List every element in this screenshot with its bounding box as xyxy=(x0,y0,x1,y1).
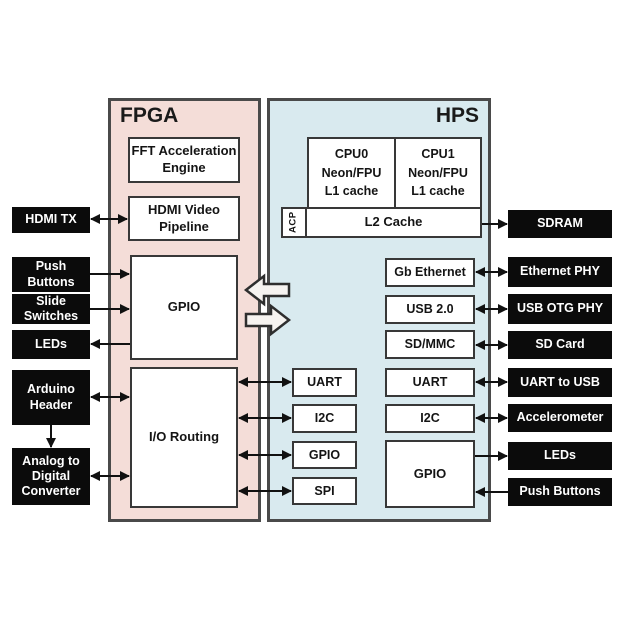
sdram-chip: SDRAM xyxy=(508,210,612,238)
bridge-gpio-block: GPIO xyxy=(292,441,357,469)
hps-gpio-block: GPIO xyxy=(385,440,475,508)
cpu1-block: CPU1 Neon/FPU L1 cache xyxy=(394,137,482,209)
io-routing-block: I/O Routing xyxy=(130,367,238,508)
hdmi-video-pipeline-block: HDMI Video Pipeline xyxy=(128,196,240,241)
usb2-block: USB 2.0 xyxy=(385,295,475,324)
cpu0-block: CPU0 Neon/FPU L1 cache xyxy=(307,137,396,209)
fpga-gpio-block: GPIO xyxy=(130,255,238,360)
accelerometer-chip: Accelerometer xyxy=(508,404,612,432)
usb-otg-phy-chip: USB OTG PHY xyxy=(508,294,612,324)
arduino-header-chip: Arduino Header xyxy=(12,370,90,425)
gb-ethernet-block: Gb Ethernet xyxy=(385,258,475,287)
bridge-spi-block: SPI xyxy=(292,477,357,505)
sdmmc-block: SD/MMC xyxy=(385,330,475,359)
acp-block: ACP xyxy=(281,207,307,238)
fpga-region-label: FPGA xyxy=(120,104,179,127)
uart-to-usb-chip: UART to USB xyxy=(508,368,612,397)
fft-acceleration-engine-block: FFT Acceleration Engine xyxy=(128,137,240,183)
ethernet-phy-chip: Ethernet PHY xyxy=(508,257,612,287)
hps-i2c-block: I2C xyxy=(385,404,475,433)
adc-chip: Analog to Digital Converter xyxy=(12,448,90,505)
slide-switches-chip: Slide Switches xyxy=(12,294,90,324)
hdmi-tx-chip: HDMI TX xyxy=(12,207,90,233)
hps-region-label: HPS xyxy=(435,104,479,127)
l2-cache-block: L2 Cache xyxy=(305,207,482,238)
push-buttons-left-chip: Push Buttons xyxy=(12,257,90,292)
acp-label: ACP xyxy=(287,211,299,234)
leds-left-chip: LEDs xyxy=(12,330,90,359)
leds-right-chip: LEDs xyxy=(508,442,612,470)
bridge-uart-block: UART xyxy=(292,368,357,397)
push-buttons-right-chip: Push Buttons xyxy=(508,478,612,506)
sd-card-chip: SD Card xyxy=(508,331,612,359)
bridge-i2c-block: I2C xyxy=(292,404,357,433)
hps-uart-block: UART xyxy=(385,368,475,397)
